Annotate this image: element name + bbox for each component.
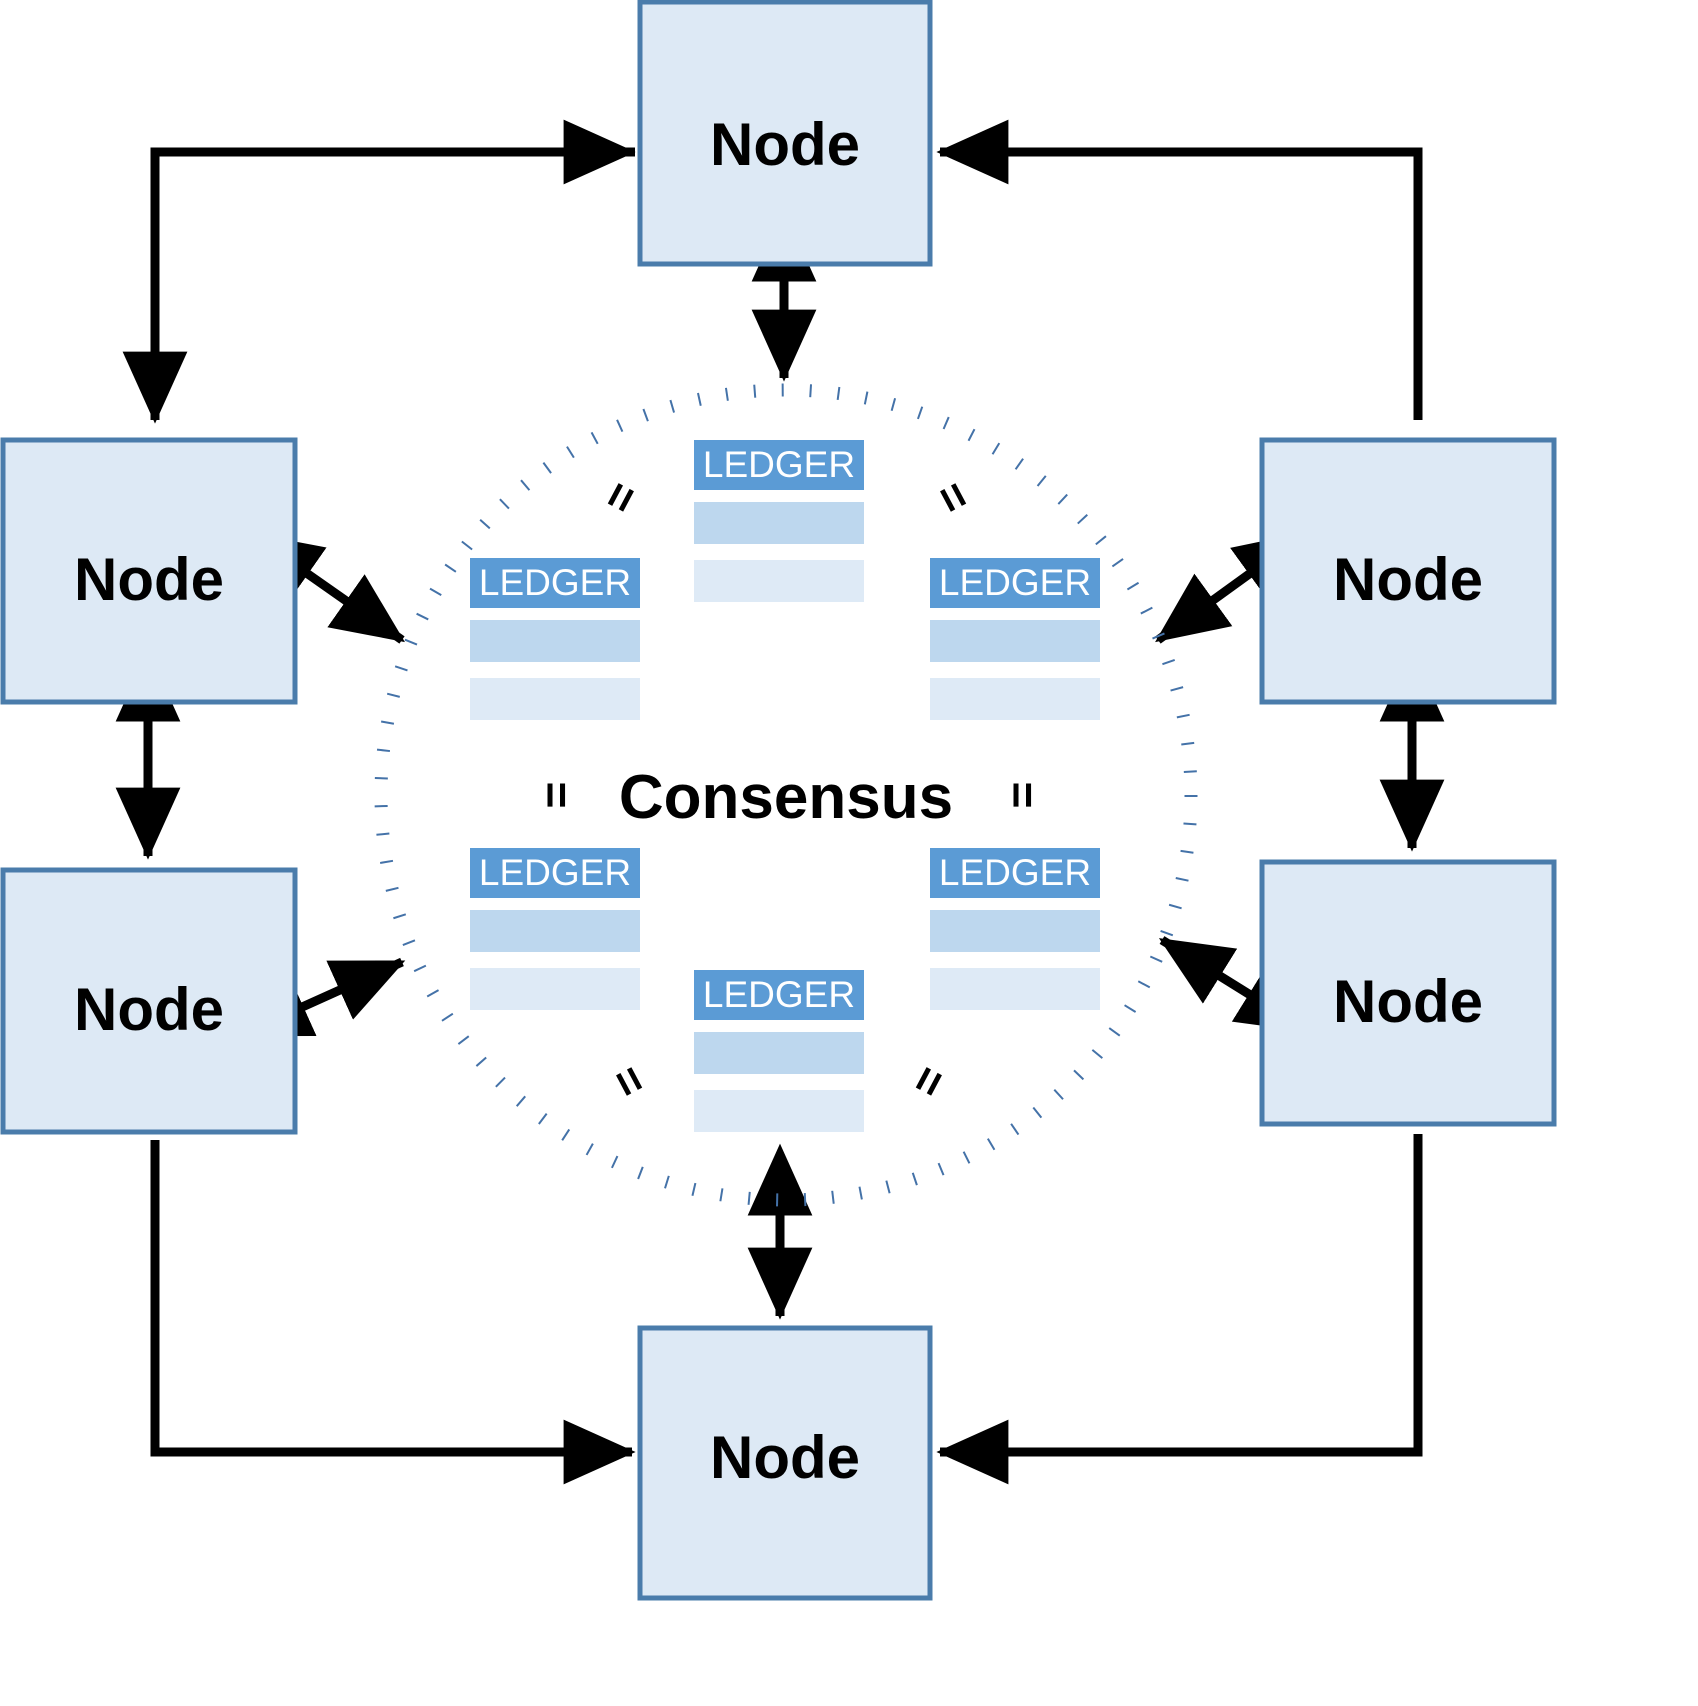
ledger-upper-left-row-1 [470,620,640,662]
ledger-top[interactable]: LEDGER [694,440,864,602]
equals-bottom-left-icon: = [601,1057,660,1105]
ledger-lower-right[interactable]: LEDGER [930,848,1100,1010]
node-left-upper-label: Node [74,546,224,613]
ledger-bottom-row-1 [694,1032,864,1074]
conn-right-upper-center [1155,531,1308,644]
ledger-upper-left-header [470,558,640,608]
node-left-lower-label: Node [74,976,224,1043]
node-right-lower-label: Node [1333,968,1483,1035]
ledger-lower-left-header [470,848,640,898]
ledger-lower-right-row-1 [930,910,1100,952]
node-bottom-label: Node [710,1424,860,1491]
ledger-top-row-1 [694,502,864,544]
node-left-upper-box[interactable] [0,437,298,705]
node-right-upper-box[interactable] [1259,437,1557,705]
consensus-boundary-circle [374,383,1198,1207]
ledger-upper-left-label: LEDGER [479,562,631,603]
consensus-label: Consensus [619,763,953,832]
equals-bottom-right-icon: = [899,1057,958,1105]
ledger-lower-left[interactable]: LEDGER [470,848,640,1010]
ledger-bottom-header [694,970,864,1020]
equals-mid-left-icon: = [531,782,583,809]
ledger-upper-right[interactable]: LEDGER [930,558,1100,720]
ledger-upper-left-row-2 [470,678,640,720]
consensus-spoke-connectors [237,209,1311,1320]
ledger-lower-right-label: LEDGER [939,852,1091,893]
node-right-lower-box[interactable] [1259,859,1557,1127]
node-left-upper[interactable]: Node [0,437,298,705]
ledger-bottom-row-2 [694,1090,864,1132]
ledger-bottom-label: LEDGER [703,974,855,1015]
outer-ring-connectors [115,119,1445,1485]
ledger-upper-right-header [930,558,1100,608]
ledger-lower-left-row-1 [470,910,640,952]
ledger-upper-right-label: LEDGER [939,562,1091,603]
node-left-lower[interactable]: Node [0,867,298,1135]
node-top-box[interactable] [637,0,933,267]
node-bottom[interactable]: Node [637,1325,933,1601]
ledger-upper-left[interactable]: LEDGER [470,558,640,720]
conn-left-lower-bottom [150,1140,636,1485]
equals-top-left-icon: = [591,473,650,521]
ledger-lower-right-row-2 [930,968,1100,1010]
ledger-top-label: LEDGER [703,444,855,485]
conn-left-upper-center [248,532,405,644]
node-left-lower-box[interactable] [0,867,298,1135]
ledger-bottom[interactable]: LEDGER [694,970,864,1132]
ledger-cards: LEDGER LEDGER LEDGER LEDGER [470,440,1100,1132]
node-right-upper-label: Node [1333,546,1483,613]
node-right-lower[interactable]: Node [1259,859,1557,1127]
conn-left-lower-center [237,957,406,1037]
ledger-lower-right-header [930,848,1100,898]
node-top[interactable]: Node [637,0,933,267]
equals-mid-right-icon: = [997,782,1049,809]
conn-right-lower-center [1158,936,1311,1033]
equals-top-right-icon: = [925,473,984,521]
ledger-lower-left-label: LEDGER [479,852,631,893]
ledger-top-row-2 [694,560,864,602]
ledger-upper-right-row-1 [930,620,1100,662]
node-right-upper[interactable]: Node [1259,437,1557,705]
node-top-label: Node [710,111,860,178]
conn-top-to-right-upper [936,119,1423,420]
conn-top-to-left-upper [122,147,635,424]
node-bottom-box[interactable] [637,1325,933,1601]
node-boxes: Node Node Node Node Node Node [0,0,1557,1601]
ledger-top-header [694,440,864,490]
ledger-upper-right-row-2 [930,678,1100,720]
conn-right-lower-bottom [936,1134,1423,1485]
ledger-lower-left-row-2 [470,968,640,1010]
